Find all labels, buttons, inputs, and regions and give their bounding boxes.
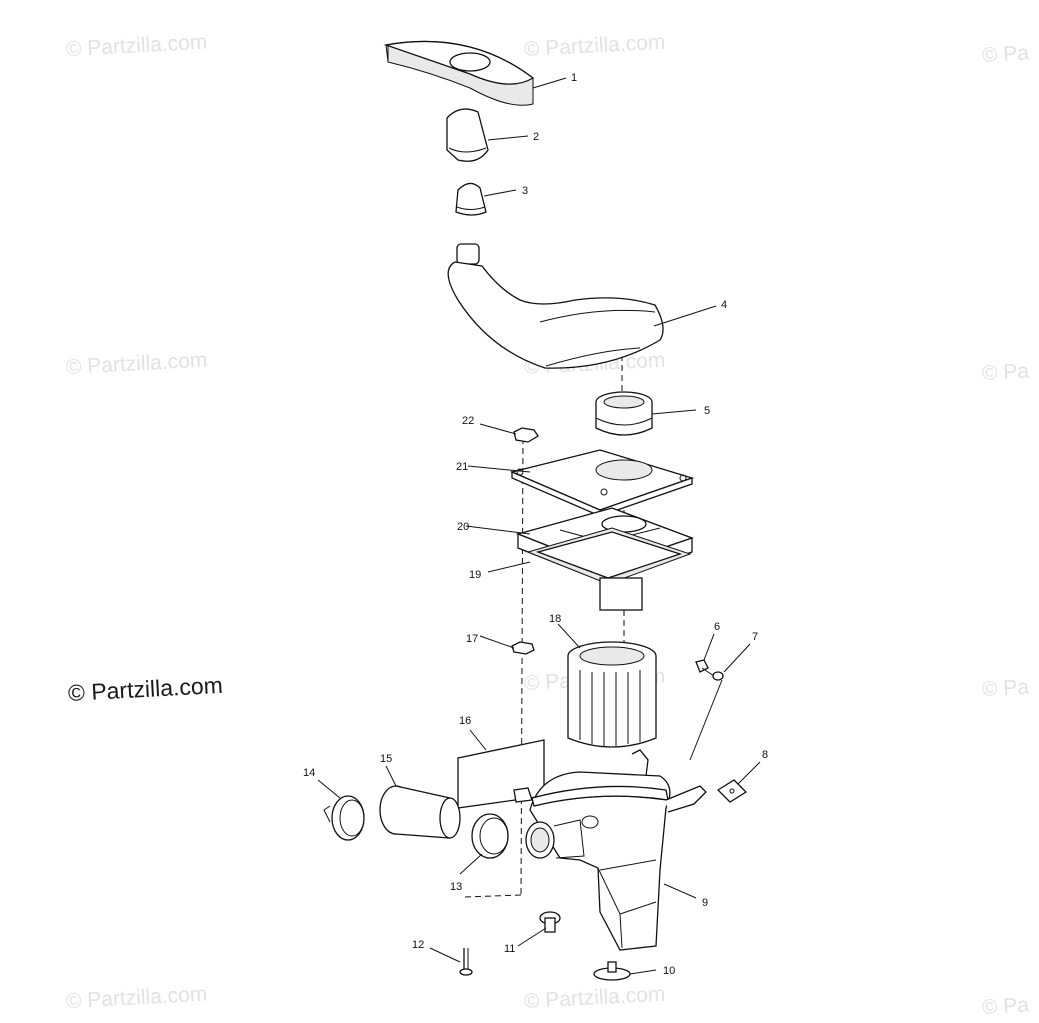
callout-16: 16 [459,715,471,727]
callout-1: 1 [571,72,577,84]
part-6-bolt [695,659,715,677]
callout-8: 8 [762,749,768,761]
callout-7: 7 [752,631,758,643]
callout-15: 15 [380,753,392,765]
center-axis-line [520,437,524,896]
callout-numbers: 1 2 3 4 5 6 7 8 9 10 11 12 13 14 15 16 1… [303,72,768,977]
callout-17: 17 [466,633,478,645]
part-2-cap [446,108,489,162]
callout-22: 22 [462,415,474,427]
part-1-cover [385,40,535,106]
part-14-clamp [323,795,365,841]
axis-line-bolt [464,894,522,898]
part-5-sleeve [595,391,653,436]
callout-5: 5 [704,405,710,417]
part-10-grommet [593,961,631,981]
callout-18: 18 [549,613,561,625]
part-21-plate [509,449,695,517]
callout-10: 10 [663,965,675,977]
part-22-nut [513,427,539,443]
part-18-filter [567,641,657,748]
part-15-boot [379,785,461,839]
callout-21: 21 [456,461,468,473]
part-20-neck [599,577,643,611]
part-19-seal [526,527,692,585]
callout-12: 12 [412,939,424,951]
callout-9: 9 [702,897,708,909]
callout-3: 3 [522,185,528,197]
callout-20: 20 [457,521,469,533]
callout-14: 14 [303,767,315,779]
part-11-plug [539,911,561,933]
part-17-nut [511,641,535,655]
callout-13: 13 [450,881,462,893]
part-9-airbox [513,749,707,951]
callout-2: 2 [533,131,539,143]
callout-19: 19 [469,569,481,581]
leader-lines [317,77,761,975]
part-8-clip [716,779,748,803]
part-12-screw [459,948,473,976]
part-13-clamp [471,813,509,859]
callout-11: 11 [504,943,515,955]
callout-6: 6 [714,621,720,633]
part-7-washer [712,671,724,681]
bolt-line [689,679,723,761]
callout-4: 4 [721,299,727,311]
part-3-small-cap [455,182,487,216]
part-4-intake-duct [447,243,664,369]
